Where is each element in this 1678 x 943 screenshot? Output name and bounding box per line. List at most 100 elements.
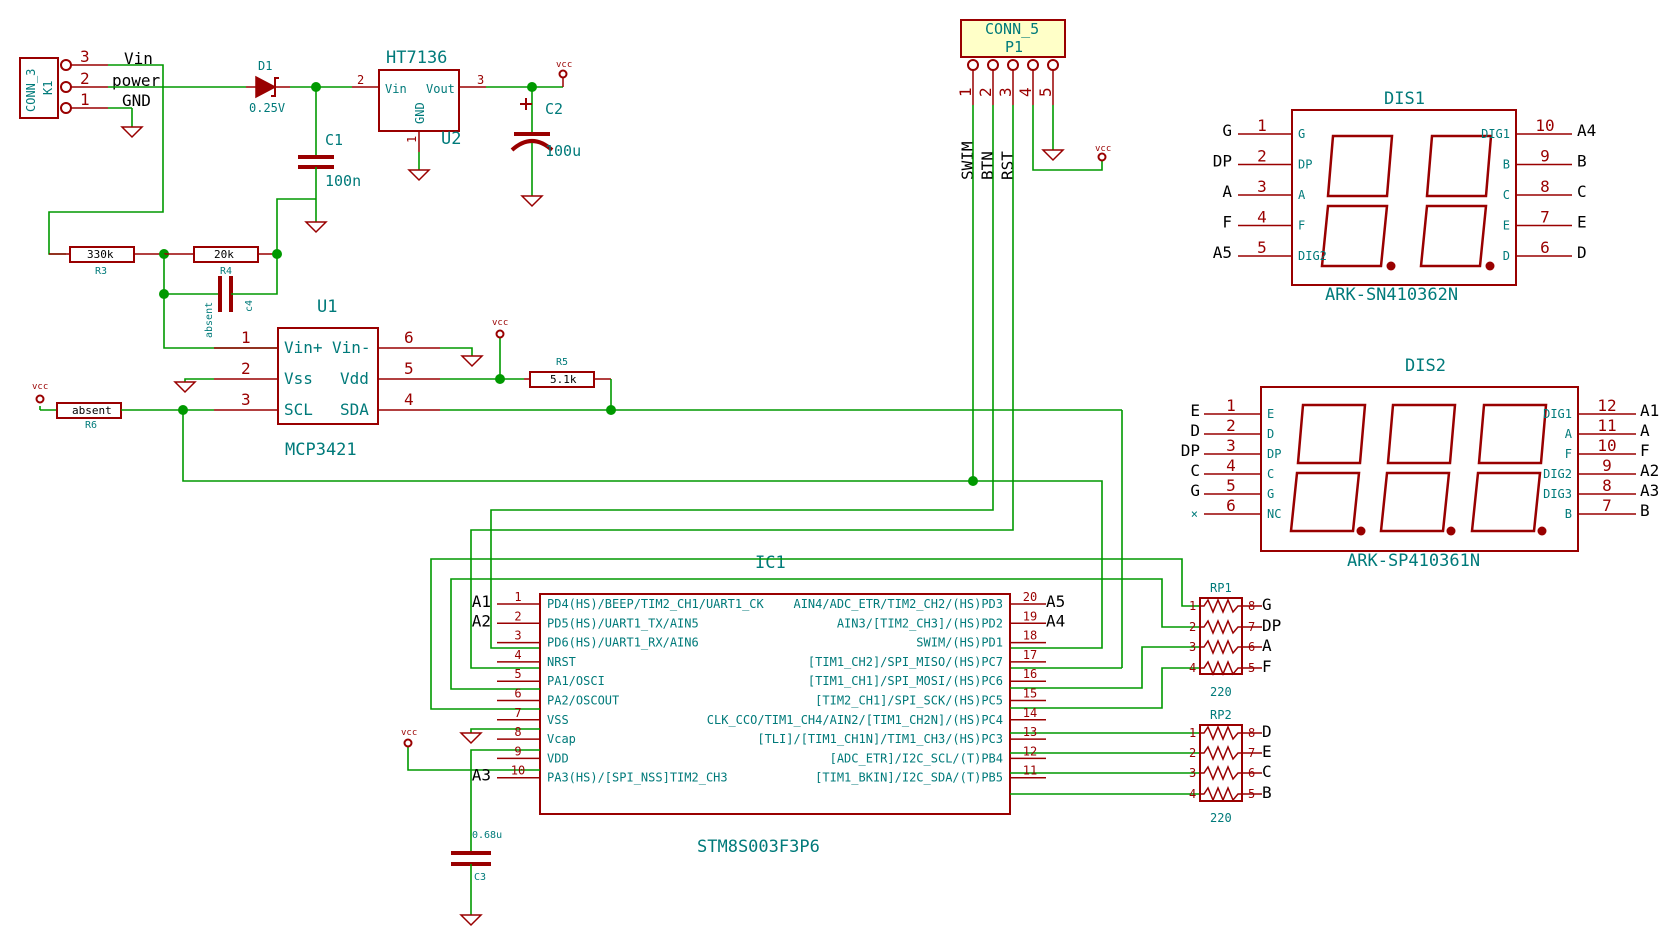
dis2-net-label: F — [1640, 441, 1650, 460]
c4-value: absent — [204, 302, 215, 338]
dis1-net-label: A5 — [1213, 243, 1232, 262]
ic1-pin-label: AIN3/[TIM2_CH3]/(HS)PD2 — [837, 616, 1003, 630]
ic1-net-label: A4 — [1046, 611, 1065, 630]
dis2-net-label: A3 — [1640, 481, 1659, 500]
dis2-pin-label: A — [1565, 427, 1573, 441]
ic1-pin-label: PD5(HS)/UART1_TX/AIN5 — [547, 616, 699, 630]
mcu-ic1: IC1 STM8S003F3P6 — [539, 553, 1011, 857]
rp2-net-e: E — [1262, 742, 1272, 761]
dis1-ref: DIS1 — [1384, 89, 1425, 109]
ic1-pin-label: PA2/OSCOUT — [547, 694, 619, 708]
dis2-pin-number: 2 — [1226, 416, 1236, 435]
ic1-pin-label: [TIM1_BKIN]/I2C_SDA/(T)PB5 — [815, 771, 1003, 785]
u1-ref: U1 — [317, 297, 337, 317]
vcc-label: vcc — [1095, 144, 1111, 154]
ic1-pin-label: [ADC_ETR]/I2C_SCL/(T)PB4 — [830, 751, 1003, 765]
ic1-pin-number: 1 — [514, 590, 521, 604]
dis2-pin-label: DIG1 — [1543, 407, 1572, 421]
ground-symbol — [120, 126, 144, 139]
rp1-net-a: A — [1262, 636, 1272, 655]
dis2-pin-label: DIG2 — [1543, 467, 1572, 481]
ic1-pin-number: 19 — [1023, 609, 1037, 623]
dis1-pin-number: 1 — [1257, 116, 1267, 135]
dis2-net-label: E — [1190, 401, 1200, 420]
ic1-pin-number: 10 — [511, 764, 525, 778]
p1-pin-5: 5 — [1036, 87, 1055, 97]
resistor-pack-rp2: RP2 220 1 2 3 4 8 7 6 5 D E C B — [1189, 708, 1272, 825]
c1-value: 100n — [325, 172, 361, 190]
ic1-pin-label: [TLI]/[TIM1_CH1N]/TIM1_CH3/(HS)PC3 — [757, 732, 1003, 746]
capacitor-c1: C1 100n — [298, 131, 361, 190]
dis2-pin-number: 1 — [1226, 396, 1236, 415]
rp2-pin-6: 6 — [1248, 766, 1255, 780]
ground-symbol — [459, 732, 483, 745]
dis1-pin-number: 8 — [1540, 177, 1550, 196]
ic1-pin-number: 6 — [514, 687, 521, 701]
ground-symbol — [460, 355, 484, 368]
ic1-pin-label: VSS — [547, 713, 569, 727]
ic1-pin-number: 14 — [1023, 706, 1037, 720]
dis1-net-label: A4 — [1577, 121, 1596, 140]
dis2-net-label: C — [1190, 461, 1200, 480]
u2-value: HT7136 — [386, 48, 447, 68]
c4-ref: c4 — [244, 300, 255, 312]
rp2-net-b: B — [1262, 783, 1272, 802]
ic1-net-label: A5 — [1046, 592, 1065, 611]
rp2-pin-2: 2 — [1189, 746, 1196, 760]
dis2-pin-number: 10 — [1597, 436, 1616, 455]
rp2-pin-3: 3 — [1189, 766, 1196, 780]
ground-symbol — [459, 914, 483, 927]
u1-pin-vss: Vss — [284, 369, 313, 388]
k1-pin-2: 2 — [80, 69, 90, 88]
capacitor-c2: C2 100u — [510, 87, 581, 196]
dis2-ref: DIS2 — [1405, 356, 1446, 376]
rp1-pin-2: 2 — [1189, 620, 1196, 634]
no-connect-mark: × — [1191, 507, 1198, 521]
rp1-pin-6: 6 — [1248, 640, 1255, 654]
ic1-net-label: A2 — [472, 611, 491, 630]
rp1-pin-3: 3 — [1189, 640, 1196, 654]
rp2-pin-5: 5 — [1248, 787, 1255, 801]
u1-pin-vin-plus: Vin+ — [284, 338, 323, 357]
vcc-label: vcc — [32, 382, 48, 392]
ic1-pin-number: 12 — [1023, 744, 1037, 758]
capacitor-c3: 0.68u C3 — [451, 830, 502, 915]
ic1-pin-number: 11 — [1023, 764, 1037, 778]
r3-value: 330k — [87, 248, 114, 261]
dis1-pin-label: D — [1503, 249, 1510, 263]
vcc-label: vcc — [556, 60, 572, 70]
u1-pin-4-num: 4 — [404, 390, 414, 409]
rp2-pin-1: 1 — [1189, 726, 1196, 740]
rp1-value: 220 — [1210, 685, 1232, 699]
r6-ref: R6 — [85, 420, 97, 431]
dis2-net-label: B — [1640, 501, 1650, 520]
rp2-pin-4: 4 — [1189, 787, 1196, 801]
u2-pin-1-num: 1 — [405, 136, 419, 143]
resistor-r4: 20k R4 — [164, 246, 277, 277]
dis2-value: ARK-SP410361N — [1347, 551, 1480, 571]
dis2-pin-label: B — [1565, 507, 1572, 521]
c1-ref: C1 — [325, 131, 343, 149]
dis1-pin-number: 7 — [1540, 208, 1550, 227]
ic1-net-label: A1 — [472, 592, 491, 611]
ic1-pin-number: 7 — [514, 706, 521, 720]
dis1-net-label: E — [1577, 213, 1587, 232]
rp1-pin-7: 7 — [1248, 620, 1255, 634]
u1-pin-vin-minus: Vin- — [332, 338, 371, 357]
dis2-pin-number: 8 — [1602, 476, 1612, 495]
u1-pin-2-num: 2 — [241, 359, 251, 378]
ic1-pin-label: PA3(HS)/[SPI_NSS]TIM2_CH3 — [547, 771, 728, 785]
ic1-pin-number: 16 — [1023, 667, 1037, 681]
rp1-net-g: G — [1262, 595, 1272, 614]
regulator-u2: HT7136 Vin Vout GND 2 3 1 U2 — [352, 48, 486, 152]
u1-pin-5-num: 5 — [404, 359, 414, 378]
ic1-pin-number: 5 — [514, 667, 521, 681]
ic1-pin-number: 4 — [514, 648, 521, 662]
ic1-pin-label: NRST — [547, 655, 576, 669]
ic1-value: STM8S003F3P6 — [697, 837, 820, 857]
p1-pin-3: 3 — [996, 87, 1015, 97]
rp2-net-d: D — [1262, 722, 1272, 741]
ic1-net-label: A3 — [472, 766, 491, 785]
dis2-pin-number: 6 — [1226, 496, 1236, 515]
